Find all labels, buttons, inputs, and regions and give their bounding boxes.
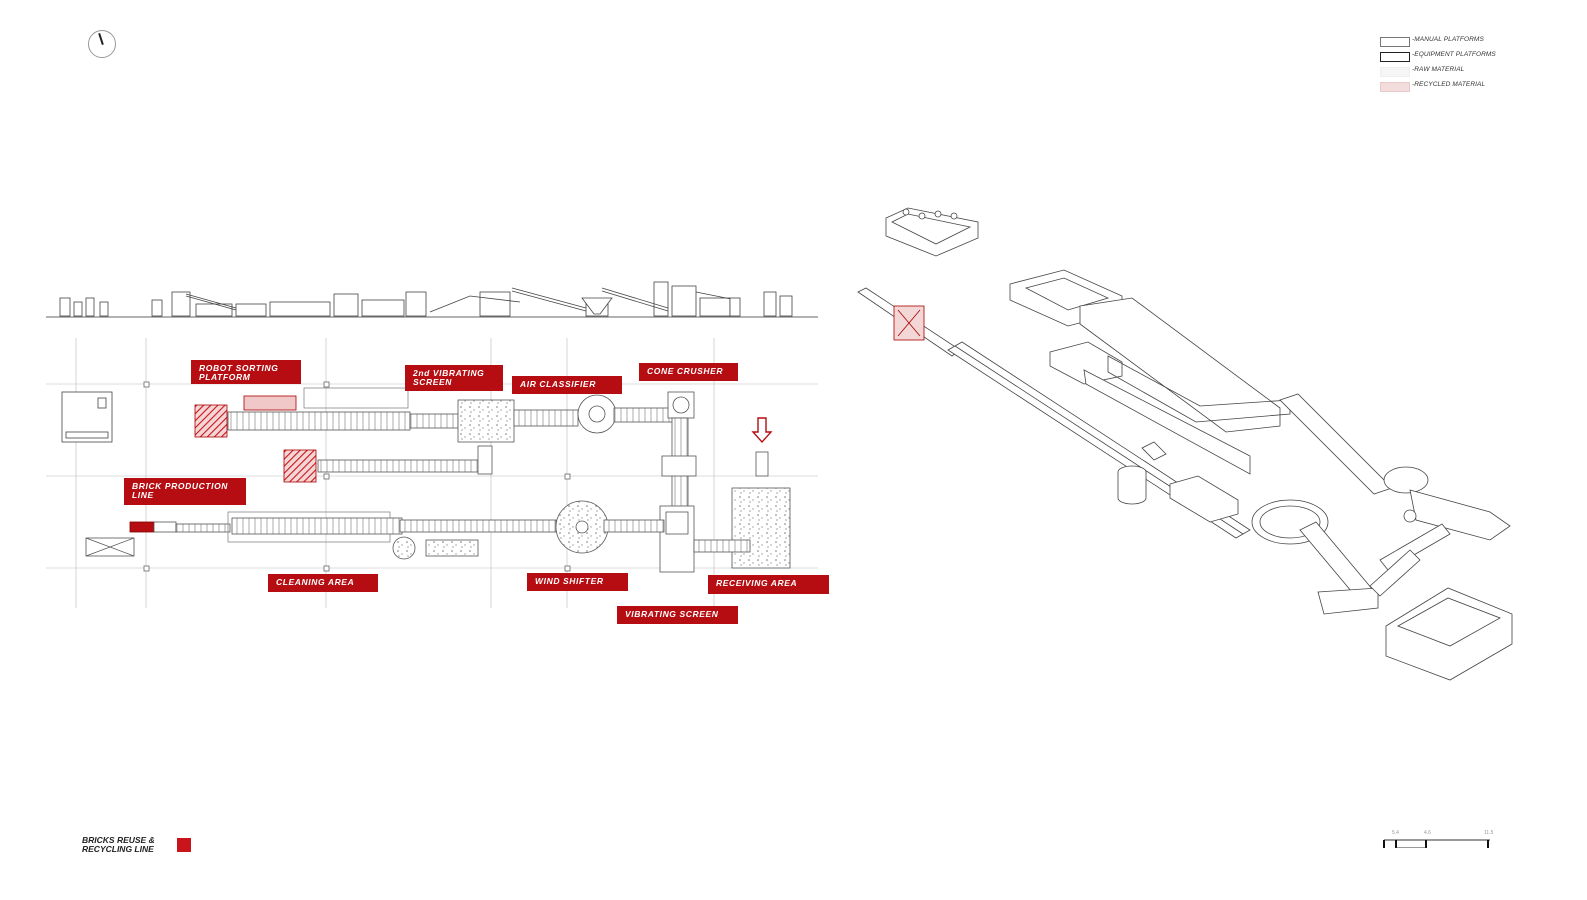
vertical-conveyor (659, 417, 697, 573)
title-marker (177, 838, 191, 852)
scale-tick-label: 4.6 (1424, 830, 1431, 836)
north-arrow-icon (88, 30, 116, 58)
scale-tick-label: 5.4 (1392, 830, 1399, 836)
label-brick-production-line: BRICK PRODUCTION LINE (124, 478, 246, 505)
cone-crusher-axo (1279, 393, 1511, 541)
legend-swatch (1380, 82, 1410, 92)
robot-sorting-line (194, 387, 695, 443)
legend-swatch (1380, 67, 1410, 77)
office-block (61, 391, 113, 443)
scale-tick-label: 11.5 (1484, 830, 1494, 836)
elevation-section (46, 281, 818, 318)
legend-label: -MANUAL PLATFORMS (1412, 36, 1484, 43)
label-robot-sorting-platform: ROBOT SORTING PLATFORM (191, 360, 301, 384)
legend-item-manual-platforms: -MANUAL PLATFORMS (1380, 34, 1530, 49)
legend-swatch (1380, 37, 1410, 47)
upper-platforms (1009, 269, 1291, 475)
lower-conveyors (1299, 521, 1451, 615)
legend-label: -RECYCLED MATERIAL (1412, 81, 1486, 88)
arrow-down-icon (751, 417, 773, 444)
legend: -MANUAL PLATFORMS -EQUIPMENT PLATFORMS -… (1380, 34, 1530, 94)
legend-item-recycled-material: -RECYCLED MATERIAL (1380, 79, 1530, 94)
scale-bar: 5.4 4.6 11.5 (1380, 830, 1495, 850)
label-cone-crusher: CONE CRUSHER (639, 363, 738, 381)
legend-item-raw-material: -RAW MATERIAL (1380, 64, 1530, 79)
label-vibrating-screen: VIBRATING SCREEN (617, 606, 738, 624)
scale-bar-graphic (1383, 839, 1490, 848)
silo (1117, 441, 1167, 505)
axonometric-drawing (857, 207, 1513, 681)
receiving-area-axo (1385, 587, 1513, 681)
middle-line (283, 445, 493, 483)
label-2nd-vibrating-screen: 2nd VIBRATING SCREEN (405, 365, 503, 391)
brick-production-entry (857, 287, 961, 357)
receiving-area-plan (731, 417, 791, 569)
manual-sorting-platform (885, 207, 979, 257)
legend-label: -RAW MATERIAL (1412, 66, 1465, 73)
label-cleaning-area: CLEANING AREA (268, 574, 378, 592)
lower-line (85, 500, 751, 560)
legend-label: -EQUIPMENT PLATFORMS (1412, 51, 1496, 58)
label-receiving-area: RECEIVING AREA (708, 575, 829, 594)
legend-swatch (1380, 52, 1410, 62)
label-wind-shifter: WIND SHIFTER (527, 573, 628, 591)
grid-markers (143, 381, 571, 572)
plan-drawing (46, 281, 818, 608)
label-air-classifier: AIR CLASSIFIER (512, 376, 622, 394)
drawing-title: BRICKS REUSE & RECYCLING LINE (82, 835, 155, 854)
legend-item-equipment-platforms: -EQUIPMENT PLATFORMS (1380, 49, 1530, 64)
